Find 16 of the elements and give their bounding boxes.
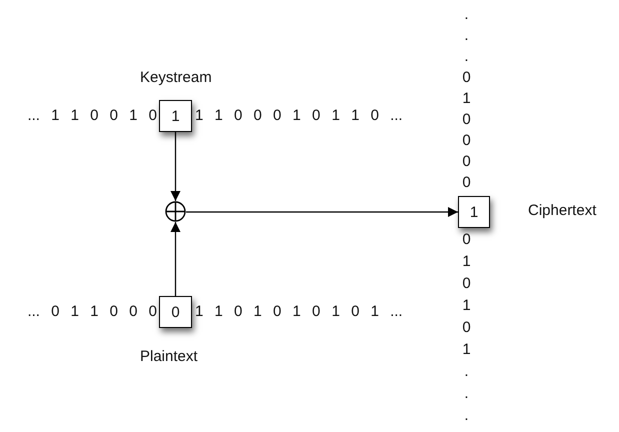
- bit-stream: ... 0 1 1 0 0 0: [27, 303, 157, 321]
- bit-column: . . . 0 1 0 0 0 0: [462, 4, 471, 193]
- xor-symbol: [165, 201, 186, 222]
- stream-label: Plaintext: [140, 348, 198, 365]
- stream-label: Keystream: [140, 69, 212, 86]
- bit-box: 0: [159, 296, 192, 328]
- bit-stream: 1 1 0 0 0 1 0 1 1 0 ...: [195, 107, 403, 125]
- stream-label: Ciphertext: [528, 202, 596, 219]
- bit-stream: 1 1 0 1 0 1 0 1 0 1 ...: [195, 303, 403, 321]
- bit-box: 1: [458, 196, 490, 228]
- arrow: [170, 222, 180, 296]
- bit-box: 1: [159, 100, 192, 132]
- bit-column: 0 1 0 1 0 1 . . .: [462, 229, 471, 427]
- arrow: [186, 207, 458, 217]
- bit-stream: ... 1 1 0 0 1 0: [27, 107, 157, 125]
- arrow: [170, 132, 180, 201]
